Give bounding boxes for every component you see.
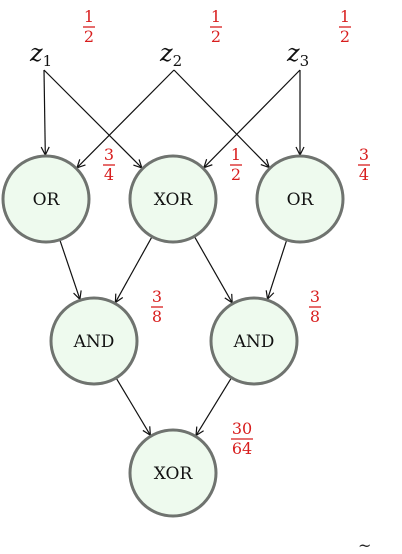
prob-label-g3: 34	[358, 145, 370, 184]
gate-or-g1: OR	[1, 154, 91, 244]
prob-label-z2-numerator: 1	[211, 7, 221, 26]
edge-g4-g6	[116, 378, 150, 435]
input-node-z1: z1	[29, 39, 52, 70]
prob-label-g2-denominator: 2	[231, 165, 241, 184]
input-name: z	[286, 39, 300, 67]
edge-g2-g4	[116, 237, 153, 301]
gate-xor-g2: XOR	[128, 154, 218, 244]
gate-label: OR	[33, 190, 61, 210]
input-node-z3: z3	[286, 39, 309, 70]
prob-label-g4-numerator: 3	[152, 287, 162, 306]
gate-and-g5: AND	[209, 296, 299, 386]
prob-label-g5-denominator: 8	[310, 307, 320, 326]
prob-label-z3-numerator: 1	[340, 7, 350, 26]
prob-label-g2-numerator: 1	[231, 145, 241, 164]
prob-label-z3-denominator: 2	[340, 27, 350, 46]
input-name: z	[29, 39, 43, 67]
prob-label-z2-denominator: 2	[211, 27, 221, 46]
gate-circle	[128, 428, 218, 518]
prob-label-g5-numerator: 3	[310, 287, 320, 306]
gate-and-g4: AND	[49, 296, 139, 386]
prob-label-g4: 38	[151, 287, 163, 326]
prob-label-g6-numerator: 30	[232, 419, 252, 438]
edge-z1-g2	[43, 69, 141, 167]
gate-label: XOR	[154, 190, 194, 210]
prob-label-g2: 12	[230, 145, 242, 184]
edge-z1-g1	[44, 69, 45, 154]
edge-z2-g3	[173, 69, 269, 167]
input-subscript: 2	[173, 52, 183, 70]
gate-circle	[49, 296, 139, 386]
input-label: z2	[159, 39, 182, 70]
input-subscript: 1	[43, 52, 53, 70]
prob-label-g4-denominator: 8	[152, 307, 162, 326]
prob-label-z2: 12	[210, 7, 222, 46]
gate-circle	[255, 154, 345, 244]
edge-g2-g5	[194, 236, 232, 302]
input-label: z3	[286, 39, 309, 70]
gate-circle	[1, 154, 91, 244]
caption-fragment: ~	[358, 536, 371, 554]
edges	[43, 69, 301, 435]
prob-label-z1-denominator: 2	[84, 27, 94, 46]
svg-text:~: ~	[358, 536, 371, 554]
gate-circle	[128, 154, 218, 244]
prob-label-g1-numerator: 3	[104, 145, 114, 164]
prob-label-g1-denominator: 4	[104, 165, 114, 184]
prob-label-g5: 38	[309, 287, 321, 326]
input-label: z1	[29, 39, 52, 70]
prob-label-g3-numerator: 3	[359, 145, 369, 164]
prob-label-z1: 12	[83, 7, 95, 46]
input-node-z2: z2	[159, 39, 182, 70]
prob-label-z1-numerator: 1	[84, 7, 94, 26]
gate-label: AND	[233, 332, 275, 352]
edge-g5-g6	[197, 378, 232, 435]
gate-label: OR	[287, 190, 315, 210]
prob-label-z3: 12	[339, 7, 351, 46]
gate-or-g3: OR	[255, 154, 345, 244]
gate-label: XOR	[154, 464, 194, 484]
input-name: z	[159, 39, 173, 67]
edge-g3-g5	[268, 240, 288, 298]
prob-label-g3-denominator: 4	[359, 165, 369, 184]
gate-label: AND	[73, 332, 115, 352]
gate-xor-g6: XOR	[128, 428, 218, 518]
input-subscript: 3	[300, 52, 310, 70]
prob-label-g6-denominator: 64	[232, 439, 252, 458]
edge-z2-g1	[78, 69, 175, 167]
edge-g1-g4	[59, 240, 79, 299]
prob-label-g1: 34	[103, 145, 115, 184]
gate-circle	[209, 296, 299, 386]
edge-z3-g2	[205, 69, 301, 167]
